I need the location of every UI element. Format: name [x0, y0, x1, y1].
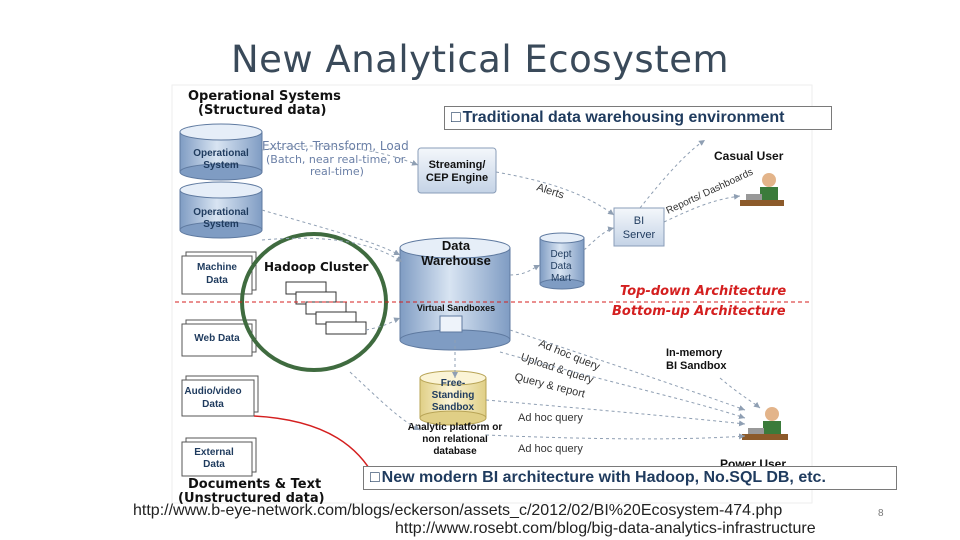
reports-dashboards-label: Reports/ Dashboards [665, 167, 755, 217]
machine-data-label-2: Data [206, 275, 228, 286]
machine-data-label-1: Machine [197, 262, 237, 273]
slide-title: New Analytical Ecosystem [230, 38, 730, 81]
machine-data-stack: Machine Data [181, 251, 257, 295]
dept-data-mart-cylinder: Dept Data Mart [539, 232, 585, 290]
audio-video-label-2: Data [202, 399, 224, 410]
analytic-platform-label-3: database [433, 446, 477, 457]
external-data-label-1: External [194, 447, 234, 458]
bi-server-label-1: BI [634, 215, 644, 227]
streaming-label-1: Streaming/ [429, 159, 486, 171]
dept-mart-label-1: Dept [550, 249, 571, 260]
unstructured-header-line1: Documents & Text [188, 477, 321, 492]
dw-label-1: Data [442, 238, 471, 253]
operational-system-cylinder-2: Operational System [179, 181, 263, 239]
casual-user-figure [740, 173, 784, 206]
virtual-sandboxes-label: Virtual Sandboxes [417, 303, 495, 313]
ad-hoc-query-label-2: Ad hoc query [518, 412, 583, 424]
casual-user-label: Casual User [714, 149, 784, 163]
bi-server: BI Server [613, 207, 665, 247]
power-user-figure [742, 407, 788, 440]
free-standing-label-1: Free- [441, 378, 465, 389]
audio-video-label-1: Audio/video [184, 386, 241, 397]
hadoop-nodes [285, 281, 367, 335]
operational-system-label-1b: System [203, 160, 239, 171]
etl-label-1: Extract, Transform, Load [262, 139, 409, 153]
bi-server-label-2: Server [623, 229, 656, 241]
dept-mart-label-2: Data [550, 261, 572, 272]
new-bi-callout: □New modern BI architecture with Hadoop,… [363, 466, 897, 490]
free-standing-label-3: Sandbox [432, 402, 475, 413]
operational-system-label-1a: Operational [193, 148, 249, 159]
unstructured-feed-arrow [253, 415, 376, 479]
external-data-stack: External Data [181, 437, 257, 477]
unstructured-header-line2: (Unstructured data) [178, 491, 325, 506]
operational-system-label-2b: System [203, 219, 239, 230]
free-standing-label-2: Standing [432, 390, 475, 401]
in-memory-label-1: In-memory [666, 347, 723, 359]
dw-label-2: Warehouse [421, 253, 491, 268]
traditional-dw-text: Traditional data warehousing environment [462, 109, 785, 126]
streaming-label-2: CEP Engine [426, 172, 488, 184]
operational-header-line1: Operational Systems [188, 89, 341, 104]
etl-label-2: (Batch, near real-time, or [266, 153, 406, 166]
web-data-stack: Web Data [181, 319, 257, 357]
operational-header-line2: (Structured data) [198, 103, 326, 118]
callout-bullet-icon: □ [451, 109, 461, 126]
operational-system-cylinder-1: Operational System [179, 123, 263, 181]
source-url-1[interactable]: http://www.b-eye-network.com/blogs/ecker… [133, 502, 783, 519]
callout-bullet-icon-2: □ [370, 469, 380, 486]
ad-hoc-query-label-3: Ad hoc query [518, 443, 583, 455]
page-number: 8 [878, 508, 884, 519]
bottom-up-label: Bottom-up Architecture [612, 304, 786, 319]
etl-label-3: real-time) [310, 165, 364, 178]
external-data-label-2: Data [203, 459, 225, 470]
hadoop-to-platform-arrow [349, 371, 421, 431]
top-down-label: Top-down Architecture [620, 284, 786, 299]
web-data-label: Web Data [194, 333, 240, 344]
hadoop-cluster-label: Hadoop Cluster [264, 260, 368, 274]
source-url-2[interactable]: http://www.rosebt.com/blog/big-data-anal… [395, 520, 816, 537]
in-memory-label-2: BI Sandbox [666, 360, 727, 372]
analytic-platform-label-2: non relational [422, 434, 488, 445]
free-standing-sandbox: Free- Standing Sandbox [419, 370, 487, 426]
streaming-cep-engine: Streaming/ CEP Engine [417, 147, 497, 194]
audio-video-stack: Audio/video Data [181, 375, 259, 417]
dept-mart-label-3: Mart [551, 273, 571, 284]
operational-system-label-2a: Operational [193, 207, 249, 218]
data-warehouse-cylinder: Data Warehouse Virtual Sandboxes [399, 237, 511, 351]
figure-frame [171, 84, 813, 504]
traditional-dw-callout: □Traditional data warehousing environmen… [444, 106, 832, 130]
analytic-platform-label-1: Analytic platform or [408, 422, 503, 433]
new-bi-text: New modern BI architecture with Hadoop, … [381, 469, 826, 486]
connector-arrows [261, 139, 761, 440]
